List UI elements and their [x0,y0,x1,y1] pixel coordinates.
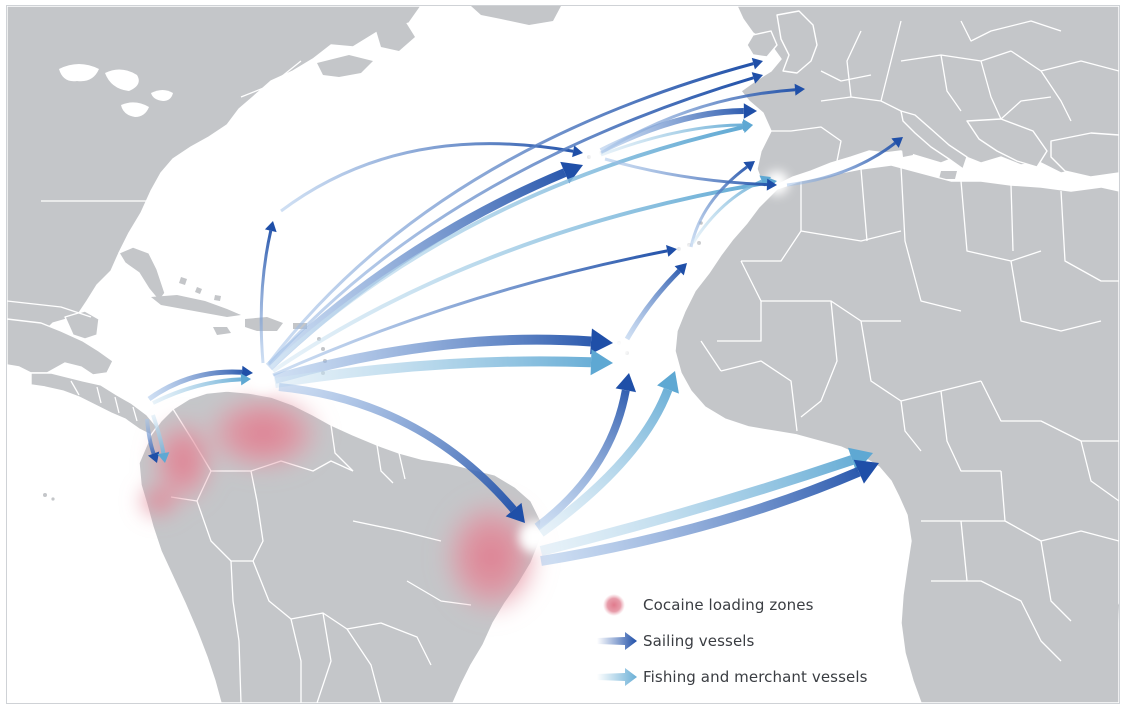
sailing-route-arrowhead [794,83,805,96]
fishing-route-arrowhead [240,373,251,386]
sailing-route-shaft [265,168,567,371]
sailing-route-arrowhead [560,161,583,184]
land-yucatan [64,310,100,340]
sailing-route-shaft [540,467,861,566]
land-north-america [7,6,422,356]
sailing-route-arrowhead [615,373,637,393]
loading-zone-swatch-icon [603,594,625,616]
legend-label-fishing-vessels: Fishing and merchant vessels [643,668,868,686]
routes-layer [145,57,903,566]
land-central-america [30,372,158,436]
fishing-route-shaft [538,387,673,537]
sailing-route-shaft [689,165,748,248]
land-florida [118,246,166,302]
sailing-route-arrowhead [505,502,525,523]
sailing-route-shaft [280,142,574,213]
loading-zone-ecuador [137,483,181,519]
sailing-route-arrowhead [766,178,777,191]
land-ireland [746,30,778,58]
legend-item-sailing-vessels: Sailing vessels [595,628,754,654]
sailing-route-shaft [624,269,681,341]
sailing-route-arrowhead [264,221,277,233]
sailing-route-arrowhead [751,57,763,70]
fishing-route-arrowhead [590,349,613,376]
sailing-route-arrowhead [147,451,160,463]
loading-zone-colombia-venezuela [201,391,325,475]
sailing-route-shaft [604,157,768,187]
sailing-route-shaft [147,369,243,402]
fishing-arrow-swatch-icon [597,668,637,686]
sailing-route-shaft [273,334,592,384]
land-greenland [471,6,561,25]
land-balkans [966,118,1048,168]
map-canvas [7,6,1119,703]
fishing-route-arrowhead [157,452,170,463]
sailing-route-arrowhead [572,145,583,158]
sailing-arrow-swatch-icon [597,632,637,650]
sailing-route-shaft [278,383,517,513]
fishing-route-arrowhead [743,119,753,131]
fishing-route-arrowhead [759,175,771,187]
map-frame: Cocaine loading zones Sailing vessels [6,5,1120,704]
sailing-route-arrowhead [674,263,687,276]
sailing-route-arrowhead [751,72,763,84]
sailing-route-shaft [534,389,630,531]
land-madagascar [1099,593,1119,653]
fishing-route-shaft [274,356,592,388]
legend-label-loading-zones: Cocaine loading zones [643,596,814,614]
sailing-route-arrowhead [891,137,903,148]
land-italy [900,110,968,170]
sailing-route-arrowhead [853,459,879,484]
sailing-route-shaft [267,76,754,366]
sailing-route-shaft [600,88,796,155]
land-nova-scotia [317,55,373,77]
fishing-route-shaft [600,123,744,157]
land-hispaniola [245,317,283,331]
sailing-route-arrowhead [666,245,677,257]
loading-zone-brazil [439,495,543,619]
sailing-route-shaft [272,249,668,377]
fishing-route-shaft [271,180,768,373]
fishing-route-shaft [269,125,744,369]
legend-label-sailing-vessels: Sailing vessels [643,632,755,650]
sailing-route-arrowhead [590,328,613,355]
land-africa [674,164,1119,703]
sailing-route-shaft [259,230,273,364]
legend-item-fishing-vessels: Fishing and merchant vessels [595,664,868,690]
sailing-route-arrowhead [743,103,757,119]
sailing-route-arrowhead [743,161,755,172]
sailing-route-shaft [786,141,896,187]
sailing-route-shaft [267,62,754,364]
fishing-route-arrowhead [657,371,679,394]
fishing-route-shaft [151,414,166,454]
loading-zones [137,391,543,619]
land-mexico [7,318,114,376]
legend-item-loading-zones: Cocaine loading zones [595,592,813,618]
fishing-route-shaft [152,377,242,405]
land-jamaica [213,327,231,335]
land-newfoundland [375,21,415,51]
land-layer [7,6,1119,703]
land-turkey [1050,132,1119,178]
sailing-route-shaft [145,418,156,455]
fishing-route-shaft [539,455,854,556]
fishing-route-arrowhead [847,447,873,473]
land-cuba [151,295,241,317]
land-great-britain [776,10,818,74]
